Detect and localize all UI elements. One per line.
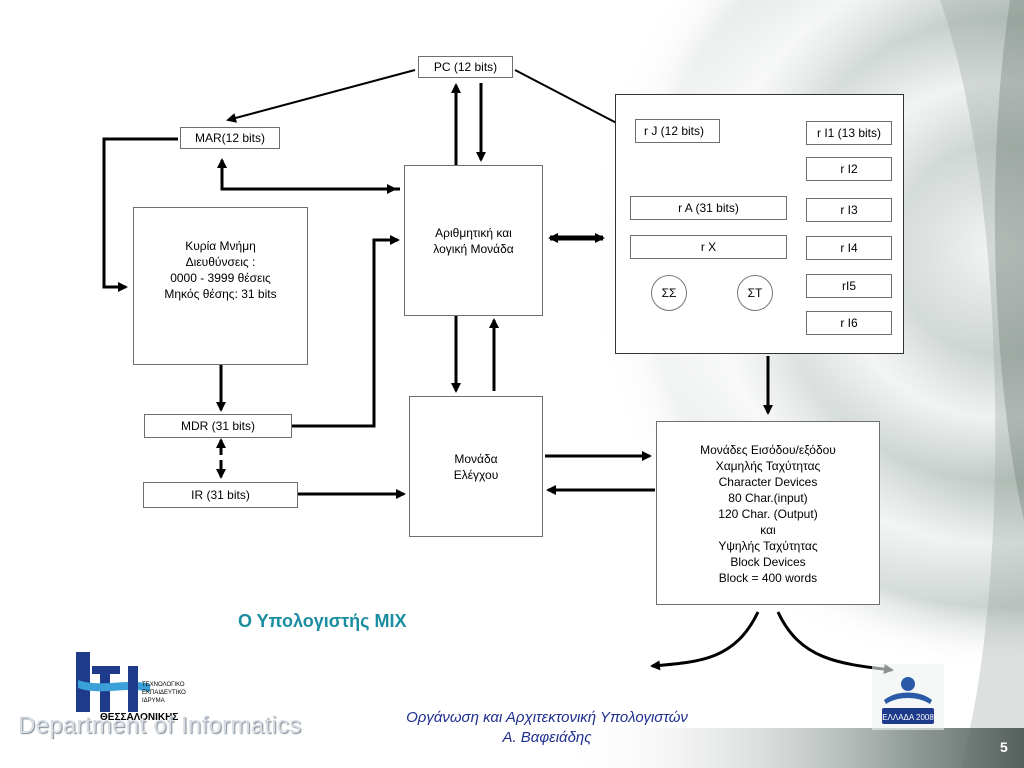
register-rj: r J (12 bits) [635, 119, 720, 143]
department-label: Department of Informatics [18, 712, 302, 739]
register-rx-label: r X [700, 240, 717, 254]
io-line: Character Devices [718, 475, 818, 489]
page-number: 5 [1000, 739, 1008, 755]
mdr-register: MDR (31 bits) [144, 414, 292, 438]
register-ri4: r I4 [806, 236, 892, 260]
register-ri6: r I6 [806, 311, 892, 335]
io-line: και [760, 523, 776, 537]
register-ri1: r I1 (13 bits) [806, 121, 892, 145]
register-ri3: r I3 [806, 198, 892, 222]
footer-course: Οργάνωση και Αρχιτεκτονική Υπολογιστών [406, 709, 688, 726]
register-ri2: r I2 [806, 157, 892, 181]
io-line: Block Devices [730, 555, 806, 569]
register-ri4-label: r I4 [840, 241, 858, 255]
flag-st: ΣΤ [737, 275, 773, 311]
io-line: 120 Char. (Output) [718, 507, 818, 521]
olympic-logo-text: ΕΛΛΑΔΑ 2008 [882, 713, 934, 722]
io-line: Χαμηλής Ταχύτητας [715, 459, 821, 473]
tei-logo: ΤΕΧΝΟΛΟΓΙΚΟ ΕΚΠΑΙΔΕΥΤΙΚΟ ΙΔΡΥΜΑ ΘΕΣΣΑΛΟΝ… [70, 648, 194, 740]
control-label-line2: Ελέγχου [453, 467, 499, 482]
pc-register: PC (12 bits) [418, 56, 513, 78]
io-units: Μονάδες Εισόδου/εξόδου Χαμηλής Ταχύτητας… [656, 421, 880, 605]
register-ri3-label: r I3 [840, 203, 858, 217]
mar-register: MAR(12 bits) [180, 127, 280, 149]
alu-unit: Αριθμητική και λογική Μονάδα [404, 165, 543, 316]
logo-text-3: ΙΔΡΥΜΑ [142, 698, 165, 704]
register-ra-label: r A (31 bits) [678, 201, 739, 215]
control-label-line1: Μονάδα [454, 451, 498, 466]
register-ri5: rI5 [806, 274, 892, 298]
main-memory: Κυρία Μνήμη Διευθύνσεις : 0000 - 3999 θέ… [133, 207, 308, 365]
footer-author: Α. Βαφειάδης [502, 729, 592, 746]
alu-label-line2: λογική Μονάδα [433, 241, 514, 256]
io-line: Block = 400 words [718, 571, 818, 585]
mdr-label: MDR (31 bits) [180, 419, 255, 433]
flag-ss-label: ΣΣ [661, 286, 677, 300]
hellas-2008-logo: ΕΛΛΑΔΑ 2008 [872, 664, 944, 730]
control-unit: Μονάδα Ελέγχου [409, 396, 543, 537]
logo-text-4: ΘΕΣΣΑΛΟΝΙΚΗΣ [100, 712, 178, 723]
ir-register: IR (31 bits) [143, 482, 298, 508]
alu-label-line1: Αριθμητική και [435, 225, 512, 240]
register-ri6-label: r I6 [840, 316, 858, 330]
logo-text-1: ΤΕΧΝΟΛΟΓΙΚΟ [142, 682, 185, 688]
register-ri5-label: rI5 [841, 279, 856, 293]
io-line: 80 Char.(input) [728, 491, 808, 505]
io-line: Μονάδες Εισόδου/εξόδου [700, 443, 836, 457]
ir-label: IR (31 bits) [191, 488, 250, 502]
register-rx: r X [630, 235, 787, 259]
register-rj-label: r J (12 bits) [644, 124, 705, 138]
mar-label: MAR(12 bits) [194, 131, 265, 145]
logo-text-2: ΕΚΠΑΙΔΕΥΤΙΚΟ [142, 690, 186, 696]
io-line: Υψηλής Ταχύτητας [718, 539, 818, 553]
flag-st-label: ΣΤ [747, 286, 763, 300]
pc-label: PC (12 bits) [433, 60, 498, 74]
memory-addresses-range: 0000 - 3999 θέσεις [170, 271, 271, 285]
memory-addresses-label: Διευθύνσεις : [185, 255, 256, 269]
memory-word-length: Μηκός θέσης: 31 bits [164, 287, 277, 301]
register-ra: r A (31 bits) [630, 196, 787, 220]
slide-caption: Ο Υπολογιστής MIX [238, 611, 407, 631]
memory-title: Κυρία Μνήμη [185, 239, 256, 253]
register-ri1-label: r I1 (13 bits) [816, 126, 882, 140]
flag-ss: ΣΣ [651, 275, 687, 311]
register-ri2-label: r I2 [840, 162, 858, 176]
slide-footer: Οργάνωση και Αρχιτεκτονική Υπολογιστών Α… [352, 708, 742, 748]
